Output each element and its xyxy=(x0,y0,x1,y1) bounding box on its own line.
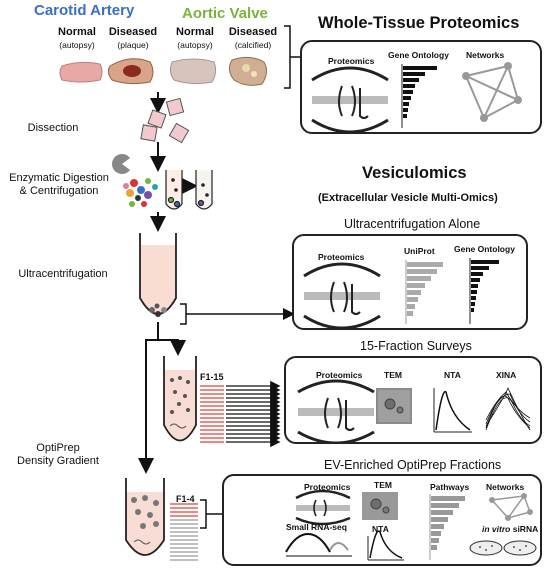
fraction-surveys-panel: Proteomics TEM NTA XINA xyxy=(284,356,542,444)
survey-gradient-tube xyxy=(163,356,197,442)
final-gradient-tube xyxy=(125,478,165,556)
step-optiprep-line2: Density Gradient xyxy=(17,455,99,467)
sample-name: Diseased xyxy=(108,26,158,38)
panel-label-xina: XINA xyxy=(496,370,517,380)
step-ultracentrifugation: Ultracentrifugation xyxy=(18,268,108,280)
carotid-artery-header: Carotid Artery xyxy=(34,2,135,19)
ultracentrifuge-tube xyxy=(139,233,177,317)
panel-label-uniprot: UniProt xyxy=(404,246,435,256)
panel-label-gene-ontology: Gene Ontology xyxy=(388,50,449,60)
whole-tissue-title: Whole-Tissue Proteomics xyxy=(318,14,520,32)
panel-label-nta: NTA xyxy=(444,370,461,380)
sirna-label: in vitro siRNA xyxy=(482,524,538,534)
panel-label-networks: Networks xyxy=(466,50,505,60)
panel-label-proteomics: Proteomics xyxy=(316,370,363,380)
ultracentrifugation-alone-panel: Proteomics UniProt Gene Ontology xyxy=(292,234,528,330)
ev-enriched-icons xyxy=(285,489,537,561)
f1-4-bracket xyxy=(200,499,222,529)
carotid-normal-tissue xyxy=(59,61,103,83)
sample-detail: (autopsy) xyxy=(177,40,213,50)
sample-name: Normal xyxy=(58,26,96,38)
panel-label-proteomics: Proteomics xyxy=(304,482,351,492)
tissue-bracket xyxy=(284,25,300,89)
whole-tissue-icons xyxy=(311,62,522,132)
ultracentrifugation-alone-icons xyxy=(303,258,499,328)
digestion-tubes xyxy=(165,170,213,210)
panel-label-tem: TEM xyxy=(384,370,402,380)
step-optiprep-line1: OptiPrep xyxy=(36,442,80,454)
enzyme-icon xyxy=(111,153,130,174)
step-dissection: Dissection xyxy=(27,122,79,134)
fraction-surveys-title: 15-Fraction Surveys xyxy=(360,339,472,353)
sirna-text: siRNA xyxy=(512,524,539,534)
fraction-lines-f1-4 xyxy=(170,503,198,561)
arrow-to-gradient-direct xyxy=(138,322,159,474)
aortic-valve-header: Aortic Valve xyxy=(182,5,268,22)
aortic-normal-tissue xyxy=(169,58,217,85)
panel-label-proteomics: Proteomics xyxy=(328,56,375,66)
fraction-lines-f1-15 xyxy=(200,380,281,448)
panel-label-proteomics: Proteomics xyxy=(318,252,365,262)
step-digestion-line1: Enzymatic Digestion xyxy=(9,172,109,184)
sample-detail: (plaque) xyxy=(117,40,149,50)
dissected-tissue-pieces xyxy=(140,97,190,144)
sirna-italic-text: in vitro xyxy=(482,524,511,534)
vesiculomics-subtitle: (Extracellular Vesicle Multi-Omics) xyxy=(318,192,498,204)
panel-label-tem: TEM xyxy=(374,480,392,490)
sample-detail: (calcified) xyxy=(234,40,272,50)
fraction-label-f1-15: F1-15 xyxy=(200,372,224,382)
fraction-surveys-icons xyxy=(297,379,531,442)
step-digestion-line2: & Centrifugation xyxy=(19,185,99,197)
panel-label-gene-ontology: Gene Ontology xyxy=(454,244,515,254)
whole-tissue-panel: Proteomics Gene Ontology Networks xyxy=(300,40,542,134)
ultracentrifugation-alone-title: Ultracentrifugation Alone xyxy=(344,217,481,231)
tissue-sample-images xyxy=(59,56,268,86)
sample-name: Diseased xyxy=(228,26,278,38)
fraction-label-f1-4: F1-4 xyxy=(176,494,195,504)
ev-enriched-title: EV-Enriched OptiPrep Fractions xyxy=(324,458,502,472)
arrow-to-survey-tube xyxy=(158,339,186,356)
sample-name: Normal xyxy=(176,26,214,38)
vesiculomics-title: Vesiculomics xyxy=(362,164,467,182)
ev-enriched-panel: Proteomics TEM Pathways Networks Small R… xyxy=(222,474,542,566)
ultracentrifuge-bracket xyxy=(180,304,292,324)
sample-detail: (autopsy) xyxy=(59,40,95,50)
panel-label-nta: NTA xyxy=(372,524,389,534)
digestion-mixture xyxy=(123,178,158,207)
panel-label-small-rna-seq: Small RNA-seq xyxy=(286,522,347,532)
panel-label-networks: Networks xyxy=(486,482,525,492)
panel-label-pathways: Pathways xyxy=(430,482,470,492)
